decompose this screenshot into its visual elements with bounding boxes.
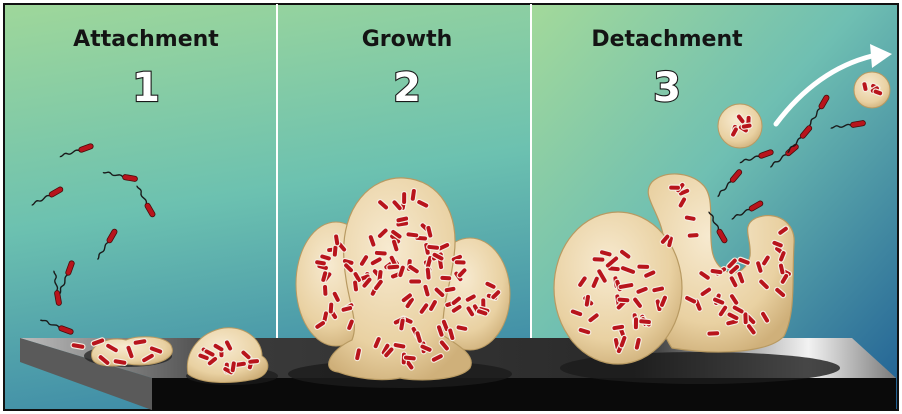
bacterium-icon	[333, 234, 340, 247]
bacterium-icon	[402, 192, 407, 205]
bacterium-icon	[410, 188, 417, 202]
bacterium-icon	[328, 302, 334, 314]
stage-number-3: 3	[653, 65, 681, 111]
bacterium-icon	[352, 280, 359, 293]
bacterium-icon	[230, 360, 237, 373]
bacterium-icon	[322, 284, 328, 296]
stage-title-attachment: Attachment	[73, 27, 219, 52]
bacterium-icon	[454, 260, 466, 266]
bacterium-icon	[638, 318, 651, 324]
bacterium-icon	[669, 185, 681, 190]
bacterium-icon	[406, 232, 420, 239]
bacterium-icon	[426, 244, 439, 251]
stage-number-2: 2	[393, 65, 421, 111]
bacterium-icon	[710, 268, 724, 275]
bacterium-icon	[617, 297, 630, 303]
stage-number-1: 1	[132, 65, 160, 111]
bacterium-icon	[440, 275, 452, 281]
bacterium-icon	[633, 317, 638, 330]
bacterium-icon	[374, 250, 387, 256]
bacterium-icon	[409, 279, 422, 284]
bacterium-icon	[637, 264, 650, 270]
stage-title-growth: Growth	[362, 27, 453, 52]
stage-title-detachment: Detachment	[591, 27, 743, 52]
bacterium-icon	[687, 232, 699, 238]
bacterium-icon	[592, 257, 605, 263]
bacterium-icon	[707, 331, 720, 337]
bacterium-icon	[332, 245, 338, 257]
bacterium-icon	[403, 355, 416, 361]
bacterium-icon	[425, 267, 432, 280]
bacterium-icon	[387, 264, 400, 270]
